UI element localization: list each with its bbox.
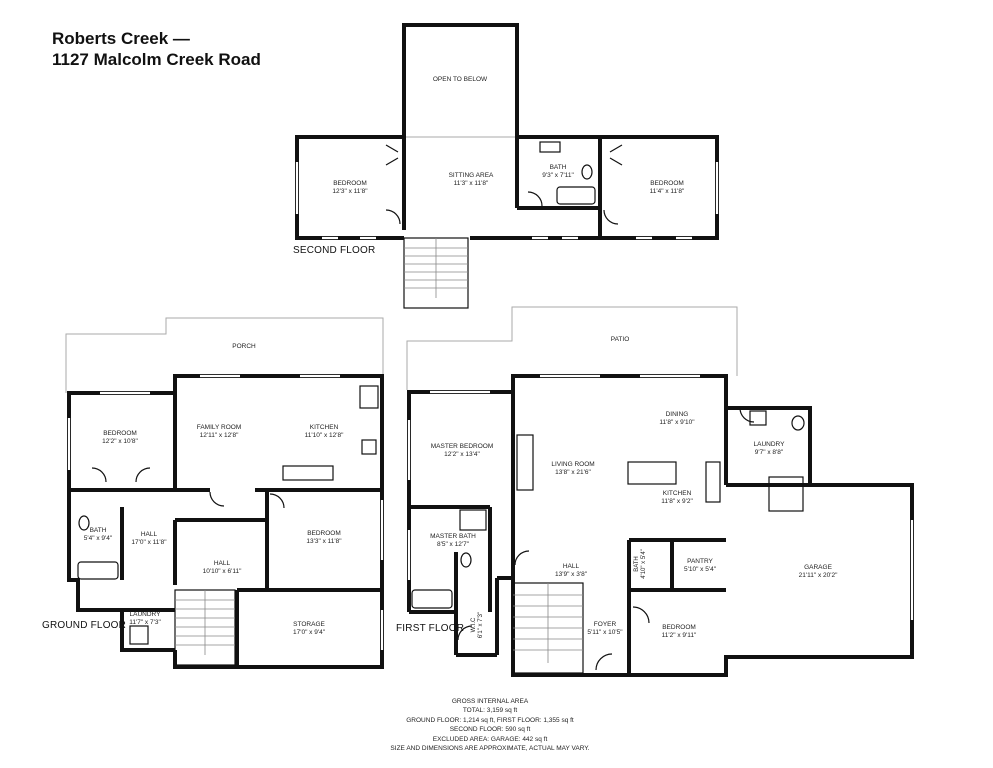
second-floor-walls — [295, 23, 719, 240]
area-second: SECOND FLOOR: 590 sq ft — [449, 726, 531, 734]
room-open-to-below: OPEN TO BELOW — [432, 76, 488, 83]
area-ground-first: GROUND FLOOR: 1,214 sq ft, FIRST FLOOR: … — [406, 716, 574, 724]
property-title-line1: Roberts Creek — — [52, 29, 190, 48]
area-heading: GROSS INTERNAL AREA — [451, 698, 529, 705]
porch-outline — [65, 317, 384, 393]
area-disclaimer: SIZE AND DIMENSIONS ARE APPROXIMATE, ACT… — [390, 745, 590, 753]
second-floor-label: SECOND FLOOR — [293, 245, 376, 256]
room-porch: PORCH — [232, 343, 256, 350]
ground-floor-label: GROUND FLOOR — [42, 620, 127, 631]
gross-area-notes: GROSS INTERNAL AREA TOTAL: 3,159 sq ft G… — [345, 697, 635, 753]
area-total: TOTAL: 3,159 sq ft — [462, 707, 518, 715]
property-title-line2: 1127 Malcolm Creek Road — [52, 50, 261, 69]
patio-outline — [406, 306, 738, 390]
room-patio: PATIO — [610, 336, 630, 343]
area-excluded: EXCLUDED AREA: GARAGE: 442 sq ft — [432, 735, 548, 743]
first-floor-label: FIRST FLOOR — [396, 623, 465, 634]
